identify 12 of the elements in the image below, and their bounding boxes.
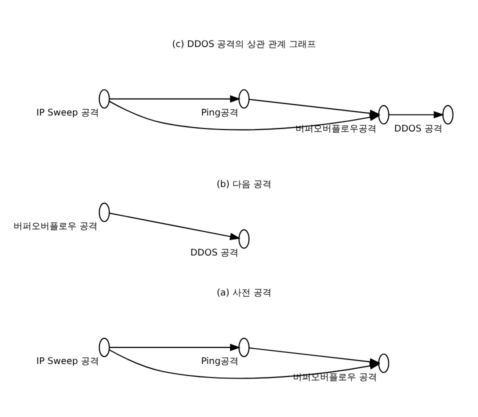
node-label: Ping공격 [201, 355, 239, 366]
node-label: DDOS 공격 [394, 122, 442, 134]
node-label: 버퍼오버플로우 공격 [14, 220, 98, 232]
node-label: IP Sweep 공격 [36, 106, 99, 118]
label: (c) DDOS 공격의 상관 관계 그래프 [172, 38, 316, 50]
node-label: 버퍼오버플로우공격 [296, 122, 377, 134]
node-label: 버퍼오버플로우 공격 [292, 371, 377, 382]
node-label: DDOS 공격 [190, 247, 238, 258]
label: (b) 다음 공격 [216, 178, 272, 190]
node-label: IP Sweep 공격 [36, 355, 99, 366]
label: (a) 사전 공격 [216, 287, 272, 298]
node-label: Ping공격 [201, 106, 239, 118]
